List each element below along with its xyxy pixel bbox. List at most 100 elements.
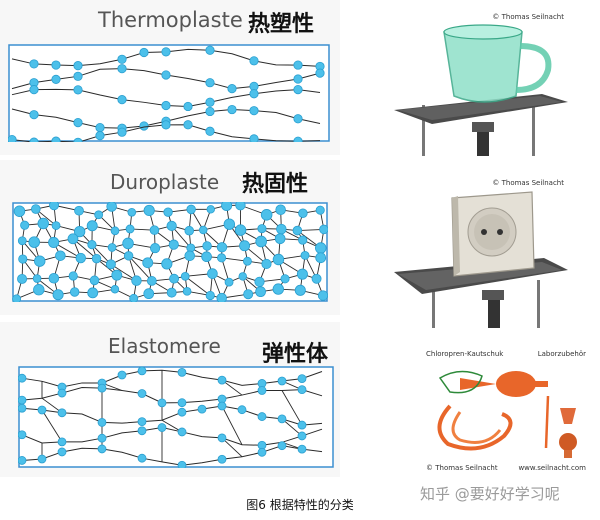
monomer-node — [18, 403, 27, 413]
monomer-node — [123, 251, 134, 261]
monomer-node — [95, 122, 105, 133]
monomer-node — [143, 288, 155, 300]
monomer-node — [319, 224, 328, 235]
monomer-node — [177, 367, 187, 377]
crosslink — [221, 437, 243, 458]
monomer-node — [137, 389, 147, 398]
monomer-node — [73, 61, 83, 71]
photo-duroplast-socket: © Thomas Seilnacht — [392, 176, 568, 328]
monomer-node — [183, 101, 193, 112]
monomer-node — [37, 454, 47, 464]
monomer-node — [32, 274, 42, 283]
monomer-node — [97, 433, 107, 443]
monomer-node — [217, 253, 227, 263]
monomer-node — [277, 441, 287, 451]
monomer-node — [161, 258, 173, 270]
monomer-node — [217, 454, 227, 464]
monomer-node — [29, 59, 39, 69]
monomer-node — [161, 100, 171, 111]
polymer-chain — [21, 405, 323, 426]
monomer-node — [300, 250, 310, 260]
monomer-node — [205, 45, 215, 55]
monomer-node — [157, 423, 167, 432]
polymer-chain — [21, 445, 323, 466]
thermoplaste-chain-diagram — [8, 44, 330, 142]
monomer-node — [137, 366, 147, 376]
crosslink — [184, 275, 211, 296]
monomer-node — [68, 271, 78, 281]
cup-illustration — [394, 24, 568, 156]
monomer-node — [33, 284, 45, 296]
monomer-node — [94, 210, 104, 220]
monomer-node — [125, 224, 135, 234]
monomer-node — [168, 239, 179, 250]
monomer-node — [110, 285, 120, 294]
monomer-node — [296, 268, 308, 280]
monomer-node — [106, 202, 117, 212]
monomer-node — [28, 236, 40, 248]
monomer-node — [207, 268, 218, 279]
monomer-node — [257, 224, 267, 234]
photo-copyright: © Thomas Seilnacht — [426, 464, 498, 472]
monomer-node — [274, 233, 286, 245]
monomer-node — [180, 271, 190, 281]
monomer-node — [73, 225, 86, 238]
monomer-node — [18, 373, 27, 383]
monomer-node — [129, 293, 139, 302]
monomer-node — [51, 74, 61, 84]
elastomere-network-diagram — [18, 366, 334, 468]
monomer-node — [111, 269, 123, 281]
monomer-node — [297, 431, 307, 441]
monomer-node — [216, 242, 228, 253]
monomer-node — [260, 209, 273, 221]
monomer-node — [261, 258, 272, 270]
monomer-node — [18, 456, 27, 465]
monomer-node — [293, 136, 303, 142]
monomer-node — [243, 289, 254, 300]
monomer-node — [97, 383, 107, 393]
monomer-node — [149, 225, 160, 235]
monomer-node — [117, 127, 127, 137]
monomer-node — [227, 84, 237, 94]
monomer-node — [217, 375, 227, 385]
monomer-node — [249, 134, 259, 142]
monomer-node — [131, 275, 142, 286]
monomer-node — [51, 221, 61, 230]
monomer-node — [157, 398, 167, 408]
monomer-node — [48, 236, 60, 248]
monomer-node — [163, 207, 173, 217]
crosslink — [221, 405, 243, 445]
monomer-node — [227, 104, 237, 115]
monomer-node — [217, 401, 227, 411]
monomer-node — [257, 412, 267, 421]
monomer-node — [216, 292, 227, 302]
monomer-node — [51, 60, 61, 70]
monomer-node — [257, 447, 267, 457]
monomer-node — [276, 223, 287, 235]
section-title-cn-thermoplaste: 热塑性 — [248, 12, 315, 37]
polymer-chain — [21, 427, 323, 446]
monomer-node — [150, 243, 161, 254]
monomer-node — [297, 444, 307, 454]
monomer-node — [122, 237, 134, 250]
monomer-node — [224, 277, 234, 287]
monomer-node — [201, 251, 212, 263]
monomer-node — [169, 273, 180, 284]
monomer-node — [293, 60, 303, 70]
photo-copyright: © Thomas Seilnacht — [492, 179, 564, 187]
monomer-node — [275, 204, 286, 216]
section-title-elastomere: Elastomere — [108, 334, 221, 358]
monomer-node — [249, 106, 259, 116]
photo-url: www.seilnacht.com — [518, 464, 586, 472]
section-title-duroplaste: Duroplaste — [110, 170, 220, 194]
monomer-node — [73, 71, 83, 81]
monomer-node — [57, 388, 67, 398]
section-title-cn-duroplaste: 热固性 — [242, 172, 309, 197]
monomer-node — [311, 273, 322, 284]
monomer-node — [20, 220, 30, 230]
monomer-node — [97, 418, 107, 427]
monomer-node — [293, 74, 303, 84]
monomer-node — [57, 447, 67, 457]
monomer-node — [29, 137, 39, 142]
monomer-node — [223, 218, 236, 230]
